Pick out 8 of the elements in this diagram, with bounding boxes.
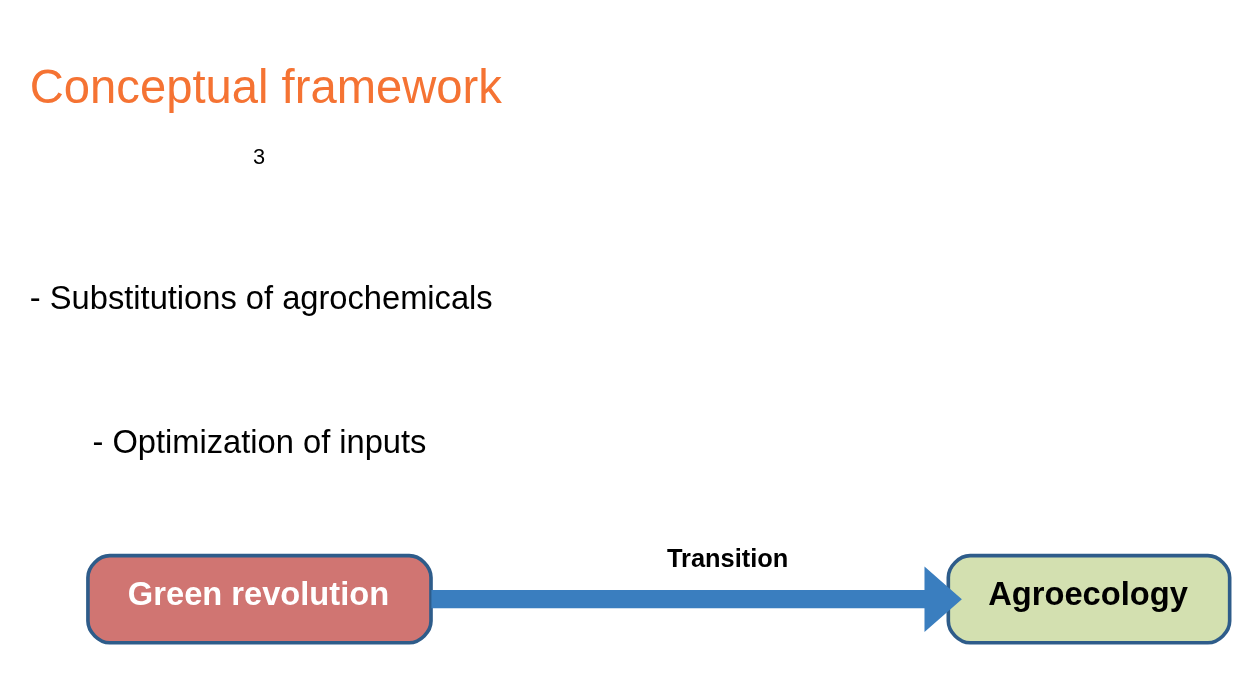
arrow bbox=[431, 565, 962, 632]
edge-label: Transition bbox=[666, 543, 789, 572]
label: - Optimization of inputs bbox=[92, 422, 427, 460]
label: 3 bbox=[253, 143, 266, 169]
diagram-title: Conceptual framework bbox=[29, 59, 502, 113]
node-box: Agroecology bbox=[946, 553, 1232, 645]
label: - Substitutions of agrochemicals bbox=[29, 278, 493, 316]
node-box: Green revolution bbox=[86, 553, 433, 645]
